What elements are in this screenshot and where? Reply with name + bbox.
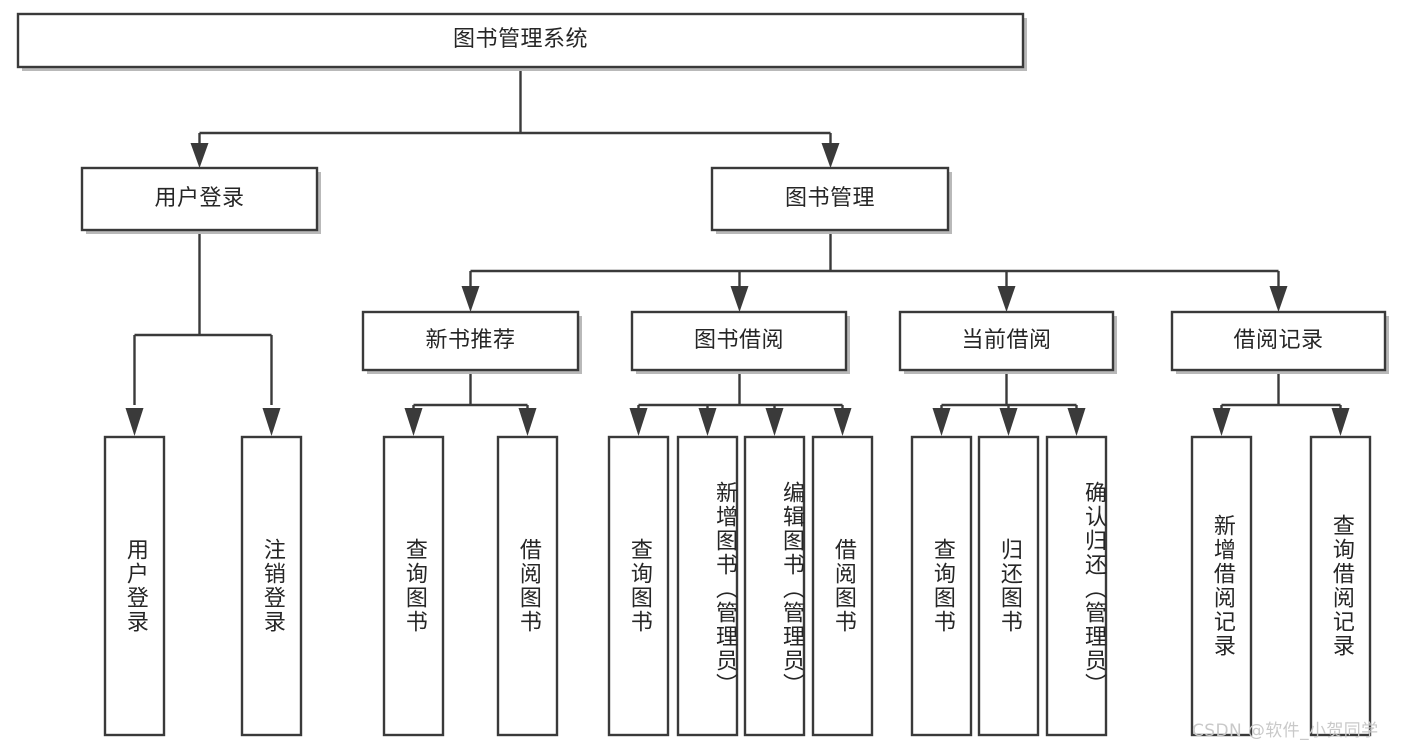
node-box-borrow-record[interactable] — [1170, 310, 1389, 374]
node-box-leaf[interactable] — [743, 435, 806, 737]
connector-group-new-book — [412, 374, 529, 412]
arrow-book-manage-children — [461, 286, 1288, 312]
node-box-leaf[interactable] — [496, 435, 559, 737]
node-box-leaf[interactable] — [676, 435, 739, 737]
node-box-leaf[interactable] — [382, 435, 445, 737]
node-box-leaf[interactable] — [240, 435, 303, 737]
node-box-book-borrow[interactable] — [630, 310, 850, 374]
node-box-root[interactable] — [16, 12, 1027, 71]
arrow-borrow-record-children — [1212, 408, 1350, 436]
node-box-leaf[interactable] — [1309, 435, 1372, 737]
connector-group-book-borrow — [637, 374, 844, 412]
connector-group-book-manage — [469, 234, 1280, 290]
arrow-user-login-children — [125, 408, 281, 436]
node-box-leaf[interactable] — [811, 435, 874, 737]
node-box-leaf[interactable] — [103, 435, 166, 737]
connector-group-current-borrow — [940, 374, 1078, 412]
node-box-new-book-recommend[interactable] — [361, 310, 582, 374]
connector-group-user-login — [133, 234, 273, 405]
node-box-leaf[interactable] — [1190, 435, 1253, 737]
connector-group-borrow-record — [1220, 374, 1342, 412]
node-box-leaf[interactable] — [977, 435, 1040, 737]
node-box-leaf[interactable] — [607, 435, 670, 737]
node-box-leaf[interactable] — [1045, 435, 1108, 737]
arrow-root-to-book-manage — [821, 143, 840, 168]
connector-group-root — [198, 67, 832, 152]
node-box-user-login[interactable] — [80, 166, 321, 234]
node-box-current-borrow[interactable] — [898, 310, 1117, 374]
arrow-new-book-children — [404, 408, 537, 436]
node-box-book-manage[interactable] — [710, 166, 952, 234]
arrow-root-to-user-login — [190, 143, 209, 168]
node-box-leaf[interactable] — [910, 435, 973, 737]
arrow-current-borrow-children — [932, 408, 1086, 436]
arrow-book-borrow-children — [629, 408, 852, 436]
